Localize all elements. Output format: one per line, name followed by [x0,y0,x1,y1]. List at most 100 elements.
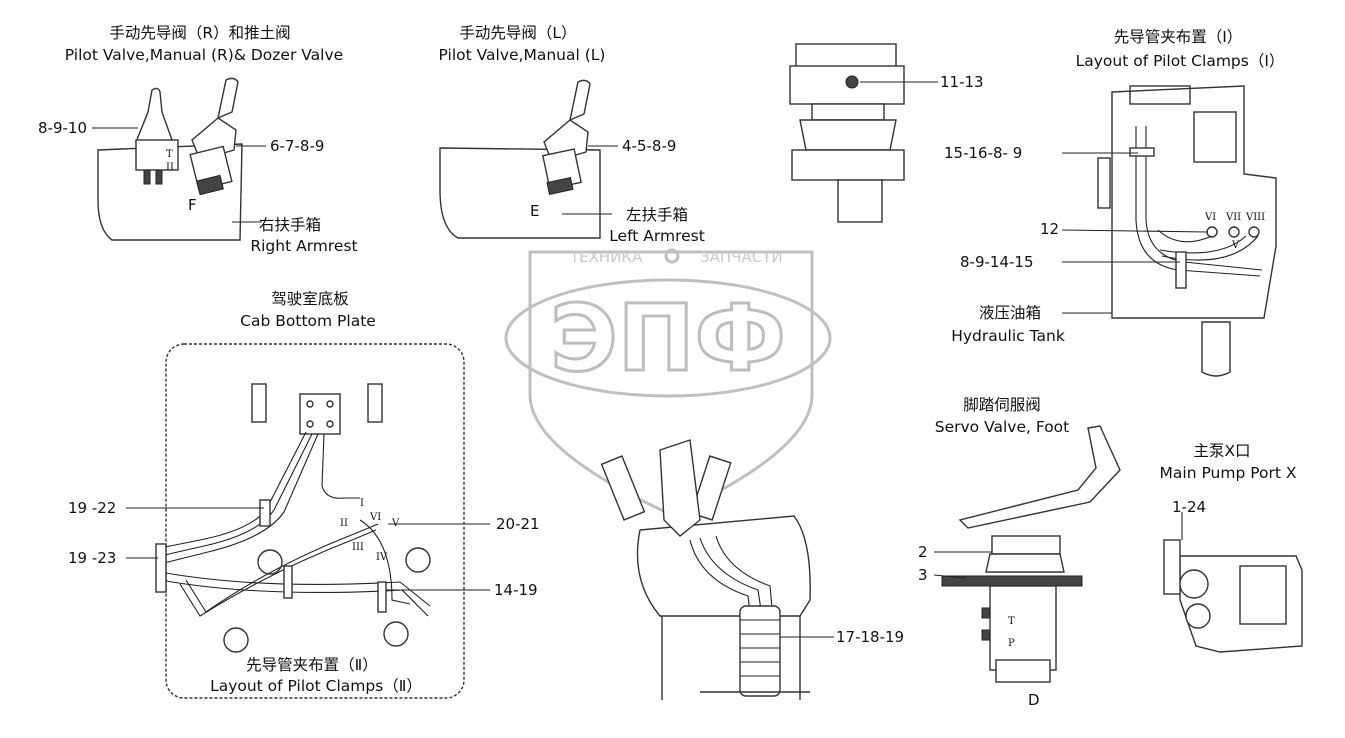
foot-servo-valve-assembly: T P 2 3 D [918,425,1121,709]
pilot-hose [159,433,319,565]
pedal-base [991,535,1061,555]
servo-body [989,585,1057,671]
callout-20-21: 20-21 [496,515,540,533]
callout-19-23: 19 -23 [68,549,116,567]
port-mark-II: II [166,162,174,173]
caption-clamps-1-en: Layout of Pilot Clamps（Ⅰ） [1076,52,1285,70]
pilot-r-grip [217,77,239,120]
caption-servo-zh: 脚踏伺服阀 [963,396,1041,414]
caption-clamps-1-zh: 先导管夹布置（Ⅰ） [1114,28,1243,46]
swivel-top-cap [795,43,897,69]
pilot-hose [179,529,377,617]
servo-port [981,607,991,619]
pilot-clamp [1175,251,1187,289]
swivel-flange [799,119,897,151]
callout-12: 12 [1040,220,1059,238]
pump-flange [1179,569,1209,599]
port-mark-I: I [360,498,364,509]
caption-pilot-r-zh: 手动先导阀（R）和推土阀 [109,24,290,42]
port-mark-V: V [1231,240,1240,251]
servo-bottom [995,659,1051,683]
cab-slot [251,383,267,423]
watermark-text-left: ТЕХНИКА [569,248,643,266]
port-mark-VIII: VIII [1245,212,1265,223]
dozer-lever [134,87,173,143]
dozer-port [143,169,151,185]
pilot-hose [699,537,765,631]
pilot-l-grip [569,79,591,122]
caption-pilot-r-en: Pilot Valve,Manual (R)& Dozer Valve [65,46,343,64]
pilot-l-ports [546,177,574,195]
hydraulic-tank-assembly: VI VII VIII V 15-16-8- 9 12 8-9-14-15 [944,85,1277,377]
pedal-boot [985,553,1065,573]
watermark: ТЕХНИКА ЗАПЧАСТИ ЭПФ [504,248,832,517]
callout-19-22: 19 -22 [68,499,116,517]
cab-hole [383,621,409,647]
callout-8-9-10: 8-9-10 [38,119,87,137]
pilot-hose [359,519,411,605]
tank-filter [1193,111,1237,163]
pilot-hose [1157,229,1213,243]
left-armrest-box [439,147,601,239]
port-mark-III: III [352,542,364,553]
port-mark-VI: VI [1204,212,1216,223]
caption-pilot-l-zh: 手动先导阀（L） [459,24,576,42]
callout-2: 2 [918,543,928,561]
tank-port [1206,226,1218,238]
pump-x-fitting [1163,539,1181,595]
main-pump-assembly: 1-24 [1163,498,1303,653]
caption-armrest-r-en: Right Armrest [250,237,357,255]
tank-cap [1129,85,1191,105]
caption-pilot-l-en: Pilot Valve,Manual (L) [439,46,606,64]
tank-port [1248,226,1260,238]
port [326,400,334,408]
servo-port [981,629,991,641]
tank-port [1228,226,1240,238]
port-mark-VII: VII [1225,212,1241,223]
pilot-hose [159,579,429,617]
view-letter-f: F [188,196,197,214]
watermark-text-right: ЗАПЧАСТИ [700,248,783,266]
port-mark-II: II [340,518,348,529]
dozer-port [155,169,163,185]
port-mark-T: T [1008,616,1015,627]
watermark-gear-icon [664,248,680,264]
swivel-port-block [299,393,341,435]
console-housing [636,515,811,617]
right-armrest-assembly: 8-9-10 6-7-8-9 F T II [38,77,324,241]
seat-console-assembly: 17-18-19 [600,439,904,700]
pilot-hose [185,523,379,613]
swivel-shaft [837,179,883,223]
swivel-bolt [845,75,859,89]
port [306,400,314,408]
port-mark-IV: IV [376,552,388,563]
cab-hole [257,549,283,575]
view-letter-e: E [530,202,539,220]
caption-pump-zh: 主泵X口 [1193,442,1250,460]
caption-clamps-2-zh: 先导管夹布置（Ⅱ） [246,656,378,674]
cab-hole [223,627,249,653]
caption-tank-zh: 液压油箱 [979,304,1041,322]
pump-flange [1185,603,1211,629]
caption-cab-en: Cab Bottom Plate [240,312,376,330]
left-armrest-assembly: 4-5-8-9 E [439,79,676,239]
callout-11-13: 11-13 [940,73,984,91]
hose-bellows [739,605,781,697]
callout-14-19: 14-19 [494,581,538,599]
tank-sight-gauge [1097,157,1111,209]
port-mark-T: T [166,149,173,160]
callout-3: 3 [918,566,928,584]
caption-tank-en: Hydraulic Tank [951,327,1065,345]
callout-6-7-8-9: 6-7-8-9 [270,137,324,155]
pilot-clamp [1129,147,1155,157]
caption-armrest-l-en: Left Armrest [609,227,705,245]
pilot-hose [715,535,775,631]
pilot-hose [159,433,313,557]
pilot-clamp [377,581,387,613]
caption-cab-zh: 驾驶室底板 [271,290,349,308]
pilot-r-ports [196,174,224,196]
watermark-ellipse [504,278,832,398]
cab-slot [367,383,383,423]
port-mark-P: P [1008,638,1015,649]
